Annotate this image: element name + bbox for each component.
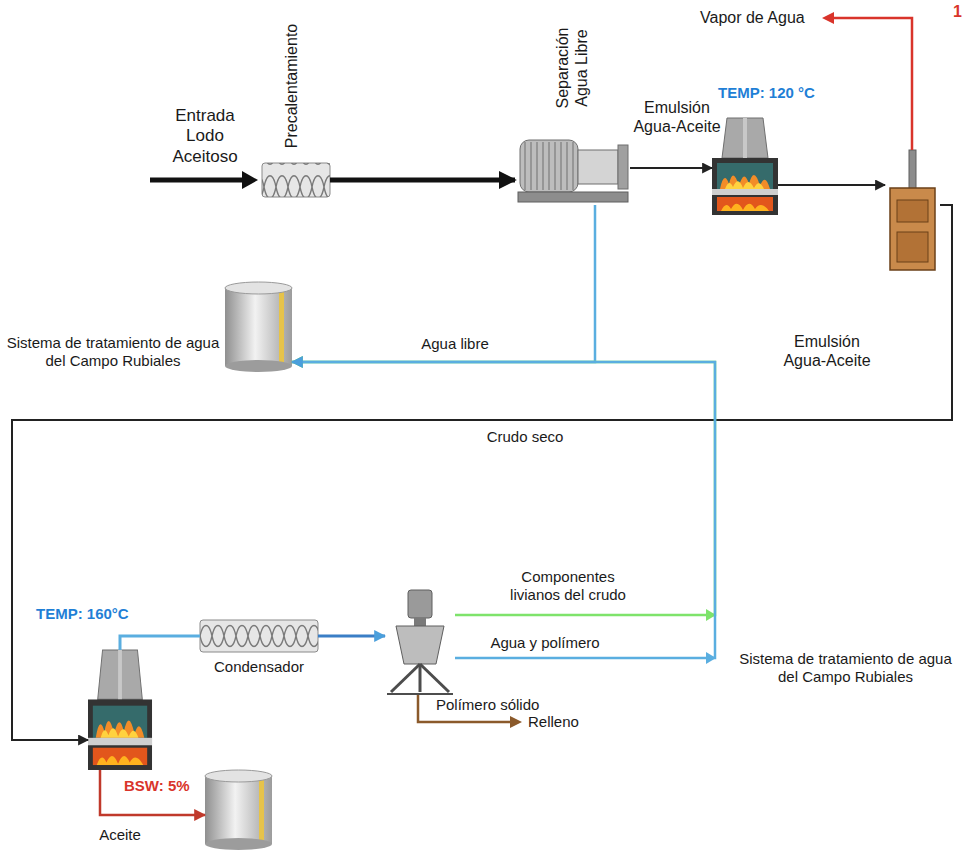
furnace: Emulsión Agua-Aceite	[712, 118, 778, 215]
destination-label: Relleno	[528, 713, 608, 731]
tank	[225, 282, 292, 372]
pump-casing	[578, 150, 618, 184]
stream-label: Agua libre	[400, 335, 510, 353]
stream-label: Crudo seco	[470, 428, 580, 446]
preheater	[262, 163, 330, 197]
condenser: Condensador	[200, 620, 318, 652]
flow-line	[292, 362, 715, 658]
tank-body	[225, 288, 292, 366]
flow-line	[330, 178, 515, 183]
centrifuge: Polímero sólido	[385, 590, 455, 695]
callout-number: 1	[953, 2, 971, 21]
node-caption: Separación Agua Libre	[553, 18, 591, 118]
skid-base	[518, 192, 628, 202]
preheater: Precalentamiento	[262, 163, 330, 197]
vapor-line	[832, 18, 912, 150]
centrifuge-leg	[419, 664, 422, 692]
node-caption: Aceite	[88, 826, 152, 844]
preheater-body	[262, 163, 330, 197]
flow-line	[120, 636, 200, 650]
tank-bottom	[205, 838, 272, 850]
centrifuge-neck	[414, 618, 426, 626]
destination-label: Sistema de tratamiento de agua del Campo…	[738, 650, 953, 686]
vapor-arrowhead	[822, 12, 834, 24]
water-treatment-tank: Sistema de tratamiento de agua del Campo…	[225, 282, 292, 372]
solids-arrowhead	[510, 716, 522, 728]
tank-top	[205, 770, 272, 782]
free-water-separator: Separación Agua Libre	[515, 130, 630, 205]
inlet-label: Entrada Lodo Aceitoso	[160, 106, 250, 167]
node-caption: Polímero sólido	[436, 696, 556, 714]
flow-line	[100, 770, 205, 815]
stream-label: Vapor de Agua	[700, 8, 818, 27]
stream-label: Emulsión Agua-Aceite	[772, 332, 882, 370]
furnace: TEMP: 160°C	[88, 650, 152, 770]
node-caption: Emulsión Agua-Aceite	[632, 98, 722, 136]
feed-line	[150, 178, 244, 183]
flow-line	[292, 362, 715, 615]
tank-bottom	[225, 360, 292, 372]
node-caption: Precalentamiento	[282, 11, 301, 161]
centrifuge-motor	[408, 590, 432, 618]
condenser-body	[200, 620, 318, 652]
feed-arrowhead	[242, 171, 258, 189]
centrifuge-base	[387, 693, 453, 695]
flow-line	[630, 167, 712, 169]
pump-flange	[618, 145, 628, 189]
bsw-label: BSW: 5%	[124, 777, 204, 795]
tank-body	[205, 776, 272, 844]
furnace	[712, 118, 778, 215]
tank	[205, 770, 272, 850]
condenser-coils	[200, 620, 318, 652]
flow-line	[318, 635, 385, 638]
stack-pipe	[909, 150, 916, 190]
centrifuge-leg	[391, 664, 420, 692]
node-caption: TEMP: 160°C	[36, 605, 136, 623]
preheater-coils	[262, 163, 330, 197]
stream-label: Agua y polímero	[480, 634, 610, 652]
tank-stripe	[259, 776, 264, 844]
furnace	[88, 650, 152, 770]
node-caption: Sistema de tratamiento de agua del Campo…	[6, 334, 220, 370]
node-caption: Condensador	[204, 658, 314, 676]
stream-label: Componentes livianos del crudo	[498, 568, 638, 604]
separator	[518, 140, 628, 202]
centrifuge	[387, 590, 453, 694]
tank-top	[225, 282, 292, 294]
centrifuge-leg	[420, 664, 449, 692]
stack-cabinet	[890, 188, 935, 270]
centrifuge-bowl	[396, 626, 444, 664]
tank-stripe	[279, 288, 284, 366]
oil-tank: Aceite	[205, 770, 272, 850]
stack-panel	[897, 200, 928, 222]
node-caption: TEMP: 120 °C	[718, 84, 848, 102]
condenser	[200, 620, 318, 652]
stack	[890, 150, 935, 270]
motor-body	[520, 140, 578, 192]
flow-line	[292, 205, 595, 362]
stack-panel	[897, 232, 928, 262]
motor-ribs	[524, 142, 574, 190]
flow-line	[778, 184, 885, 186]
dehydration-stack: TEMP: 120 °C	[885, 150, 940, 272]
flow-line	[12, 205, 952, 740]
